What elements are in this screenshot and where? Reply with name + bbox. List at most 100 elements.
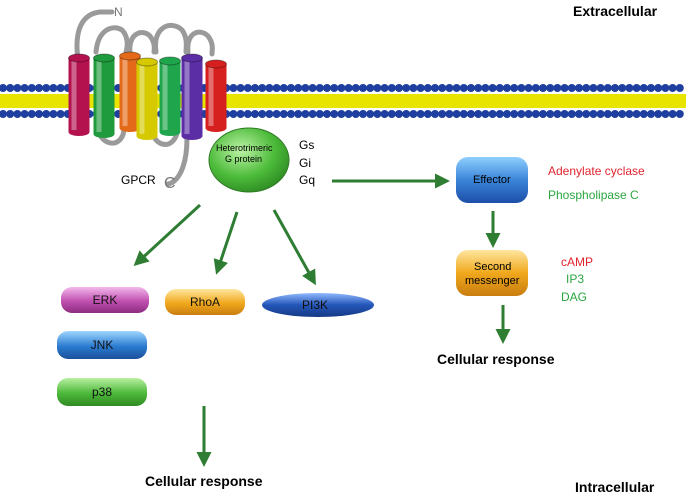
membrane-lipid-head <box>294 84 303 92</box>
gpcr-helix-bottom <box>68 128 90 136</box>
intracellular-label: Intracellular <box>575 479 655 495</box>
membrane-lipid-head <box>243 84 252 92</box>
membrane-lipid-head <box>560 110 569 118</box>
gpcr-helix-bottom <box>205 124 227 132</box>
camp-label: cAMP <box>561 255 594 269</box>
membrane-lipid-head <box>366 110 375 118</box>
membrane-lipid-head <box>546 84 555 92</box>
membrane-lipid-head <box>265 84 274 92</box>
membrane-lipid-head <box>495 84 504 92</box>
membrane-lipid-head <box>481 84 490 92</box>
gpcr-helix-highlight <box>96 60 102 132</box>
membrane-lipid-head <box>632 110 641 118</box>
membrane-lipid-head <box>27 110 36 118</box>
membrane-lipid-head <box>330 84 339 92</box>
membrane-lipid-head <box>524 84 533 92</box>
membrane-lipid-head <box>510 110 519 118</box>
membrane-lipid-head <box>49 84 58 92</box>
membrane-lipid-head <box>603 110 612 118</box>
membrane-lipid-head <box>567 110 576 118</box>
membrane-lipid-head <box>243 110 252 118</box>
membrane-lipid-head <box>625 84 634 92</box>
membrane-lipid-head <box>539 110 547 118</box>
membrane-lipid-head <box>661 84 670 92</box>
gpcr-helix-top <box>159 56 181 66</box>
membrane-lipid-head <box>366 84 375 92</box>
second-messenger-line1: Second <box>474 261 512 273</box>
membrane-lipid-head <box>323 110 331 118</box>
membrane-lipid-head <box>387 84 396 92</box>
membrane-lipid-head <box>359 110 367 118</box>
membrane-lipid-head <box>337 110 346 118</box>
second-messenger-line2: messenger <box>465 275 520 287</box>
membrane-lipid-head <box>495 110 504 118</box>
adenylate-cyclase-label: Adenylate cyclase <box>548 164 645 178</box>
membrane-lipid-head <box>582 84 591 92</box>
jnk-label: JNK <box>90 338 114 352</box>
effector-box <box>456 157 528 203</box>
membrane-lipid-head <box>236 84 245 92</box>
gpcr-helix <box>68 58 90 132</box>
membrane-lipid-head <box>431 84 439 92</box>
gpcr-helix-highlight <box>184 60 190 134</box>
membrane-lipid-head <box>0 84 7 92</box>
g-protein-label-line1: Heterotrimeric <box>216 143 273 153</box>
gpcr-helix-highlight <box>71 60 77 130</box>
membrane-lipid-head <box>258 110 267 118</box>
membrane-lipid-head <box>49 110 58 118</box>
membrane-lipid-head <box>301 110 310 118</box>
membrane-lipid-head <box>517 84 526 92</box>
membrane-lipid-head <box>42 84 51 92</box>
membrane-lipid-head <box>611 84 619 92</box>
membrane-lipid-head <box>13 110 22 118</box>
gpcr-helix <box>119 56 141 128</box>
membrane-lipid-head <box>308 110 317 118</box>
membrane-lipid-head <box>639 84 648 92</box>
membrane-lipid-head <box>337 84 346 92</box>
membrane-lipid-head <box>459 84 468 92</box>
membrane-lipid-head <box>611 110 619 118</box>
gpcr-helix-bottom <box>93 130 115 138</box>
membrane-lipid-head <box>560 84 569 92</box>
gpcr-helix-bottom <box>181 132 203 140</box>
membrane-lipid-head <box>654 110 663 118</box>
membrane-lipid-head <box>625 110 634 118</box>
membrane-lipid-head <box>603 84 612 92</box>
gpcr-helix-highlight <box>208 66 214 126</box>
membrane-lipid-head <box>567 84 576 92</box>
membrane-lipid-head <box>575 84 583 92</box>
membrane-lipid-head <box>647 84 655 92</box>
arrow-to-mapk <box>133 203 202 267</box>
membrane-lipid-head <box>510 84 519 92</box>
membrane-lipid-head <box>596 84 605 92</box>
gi-label: Gi <box>299 156 311 170</box>
dag-label: DAG <box>561 290 588 304</box>
membrane-lipid-head <box>582 110 591 118</box>
membrane-lipid-head <box>20 84 29 92</box>
membrane-lipid-head <box>575 110 583 118</box>
gpcr-helix-top <box>181 53 203 63</box>
membrane-lipid-head <box>330 110 339 118</box>
membrane-lipid-head <box>323 84 331 92</box>
g-protein <box>208 127 290 193</box>
right-cellular-response: Cellular response <box>437 351 555 367</box>
gpcr-helix-highlight <box>122 58 128 126</box>
membrane-lipid-head <box>287 110 295 118</box>
membrane-lipid-head <box>6 84 15 92</box>
membrane-lipid-head <box>380 84 389 92</box>
gpcr-helix-top <box>205 59 227 69</box>
gpcr-helix-highlight <box>139 64 145 134</box>
membrane-lipid-head <box>56 84 65 92</box>
gpcr-helix <box>159 61 181 132</box>
membrane-lipid-head <box>445 110 454 118</box>
membrane-lipid-head <box>56 110 65 118</box>
membrane-lipid-head <box>438 110 447 118</box>
membrane-lipid-head <box>380 110 389 118</box>
gpcr-helix-top <box>68 53 90 63</box>
extracellular-label: Extracellular <box>573 3 658 19</box>
membrane-lipid-head <box>409 110 418 118</box>
gpcr-helix <box>205 64 227 128</box>
membrane-lipid-head <box>395 110 403 118</box>
gpcr-helix-top <box>119 51 141 61</box>
membrane-lipid-head <box>639 110 648 118</box>
